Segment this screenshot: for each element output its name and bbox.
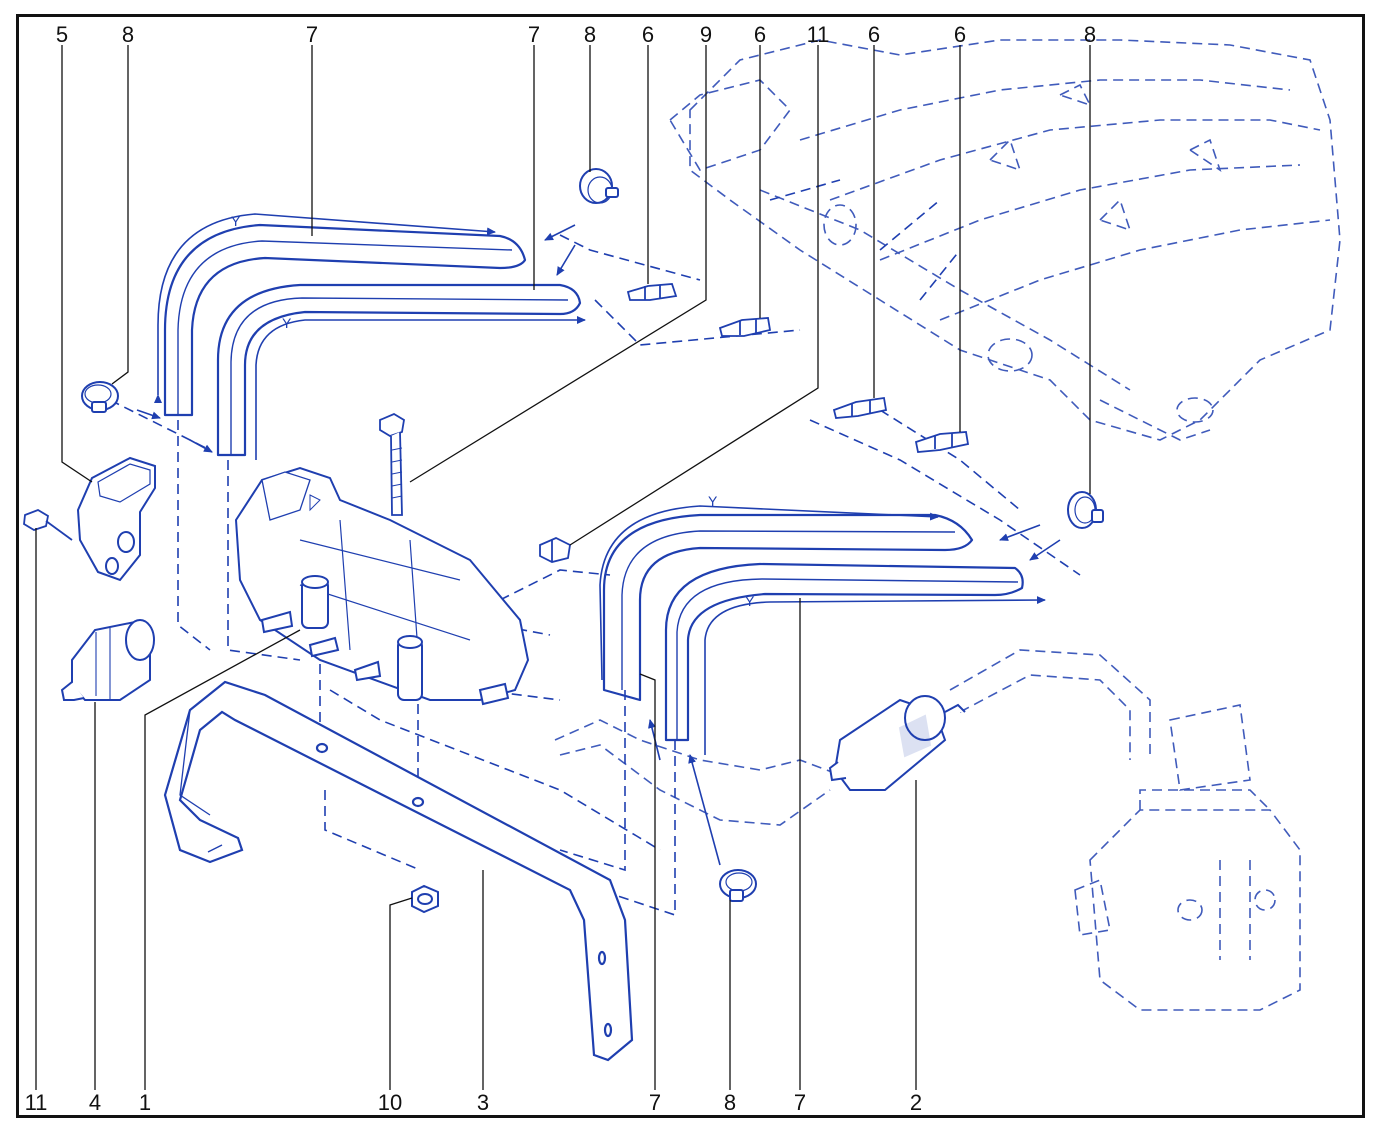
fuel-filter-2 — [828, 695, 966, 791]
union-6-b — [718, 317, 772, 337]
callout-10: 10 — [378, 1090, 402, 1115]
nut-10 — [411, 884, 439, 914]
union-6-a — [626, 283, 678, 301]
hose-mark-y: Y — [282, 315, 292, 331]
filter-4 — [60, 619, 155, 701]
hose-mark-y: Y — [708, 493, 718, 509]
callout-8: 8 — [1084, 22, 1096, 47]
clamp-8-right — [1067, 491, 1104, 529]
callout-7: 7 — [306, 22, 318, 47]
callout-8: 8 — [724, 1090, 736, 1115]
callout-9: 9 — [700, 22, 712, 47]
callout-11: 11 — [25, 1090, 48, 1115]
union-6-c — [832, 396, 888, 419]
callout-5: 5 — [56, 22, 68, 47]
callout-1: 1 — [139, 1090, 151, 1115]
callout-11: 11 — [807, 22, 830, 47]
fuel-heater-1 — [234, 466, 530, 706]
callout-7: 7 — [528, 22, 540, 47]
union-6-d — [914, 431, 970, 453]
callout-3: 3 — [477, 1090, 489, 1115]
hose-y-marks: Y Y Y Y — [231, 213, 755, 609]
callouts-bottom: 11 4 1 10 3 7 8 7 2 — [25, 1090, 923, 1115]
hose-arrows-upper — [136, 213, 586, 460]
callout-6: 6 — [754, 22, 766, 47]
screw-11-left — [23, 509, 73, 541]
callout-2: 2 — [910, 1090, 922, 1115]
callout-6: 6 — [642, 22, 654, 47]
callout-leaders — [35, 45, 1091, 1090]
hose-mark-y: Y — [745, 593, 755, 609]
callout-6: 6 — [868, 22, 880, 47]
callout-4: 4 — [89, 1090, 101, 1115]
callout-8: 8 — [122, 22, 134, 47]
bracket-3 — [163, 680, 634, 1062]
clamp-8-top — [544, 168, 619, 276]
clamp-8-left — [81, 381, 119, 413]
bolt-9 — [379, 412, 405, 516]
hose-7-lower-inner — [664, 562, 1024, 742]
engine-block-outline — [668, 39, 1341, 441]
clamp-8-bottom — [648, 719, 757, 902]
callouts-top: 5 8 7 7 8 6 9 6 11 6 6 8 — [56, 22, 1096, 47]
hose-7-lower-outer — [602, 513, 974, 702]
callout-7: 7 — [649, 1090, 661, 1115]
hose-mark-y: Y — [231, 213, 241, 229]
hose-arrows-lower — [599, 505, 1061, 755]
sensor-5 — [76, 456, 156, 582]
screw-11-right — [539, 537, 571, 563]
callout-7: 7 — [794, 1090, 806, 1115]
callout-8: 8 — [584, 22, 596, 47]
callout-6: 6 — [954, 22, 966, 47]
